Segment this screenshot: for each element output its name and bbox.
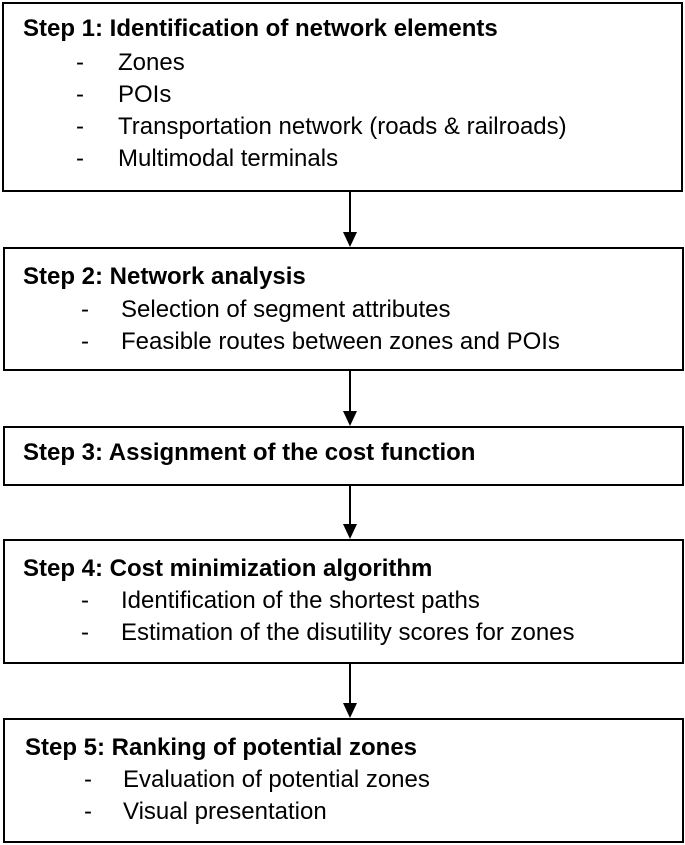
bullet-dash: - (81, 328, 89, 355)
bullet-dash: - (84, 798, 92, 825)
step-1-item-text: Zones (118, 49, 185, 76)
step-1-item: - Multimodal terminals (76, 145, 338, 173)
arrow-down-icon (343, 664, 357, 718)
step-5-item: - Visual presentation (84, 798, 327, 826)
step-3-title: Step 3: Assignment of the cost function (23, 439, 476, 466)
step-1-item-text: Transportation network (roads & railroad… (118, 113, 567, 140)
bullet-dash: - (76, 113, 84, 140)
step-4-item: - Identification of the shortest paths (81, 587, 480, 615)
step-4-item-text: Identification of the shortest paths (121, 587, 480, 614)
step-1-item-text: Multimodal terminals (118, 145, 339, 172)
bullet-dash: - (76, 145, 84, 172)
bullet-dash: - (81, 296, 89, 323)
step-4-item-text: Estimation of the disutility scores for … (121, 619, 575, 646)
step-2-item-text: Selection of segment attributes (121, 296, 451, 323)
step-1-title: Step 1: Identification of network elemen… (23, 15, 498, 42)
step-5-box: Step 5: Ranking of potential zones - Eva… (3, 718, 684, 843)
step-1-item: - Transportation network (roads & railro… (76, 113, 567, 141)
step-2-title: Step 2: Network analysis (23, 263, 306, 290)
arrow-down-icon (343, 486, 357, 539)
step-2-item-text: Feasible routes between zones and POIs (121, 328, 560, 355)
step-1-item: - Zones (76, 49, 185, 77)
step-1-item: - POIs (76, 81, 171, 109)
step-5-item-text: Evaluation of potential zones (123, 766, 430, 793)
step-5-item: - Evaluation of potential zones (84, 766, 430, 794)
arrow-down-icon (343, 192, 357, 247)
step-4-box: Step 4: Cost minimization algorithm - Id… (3, 539, 684, 664)
bullet-dash: - (76, 49, 84, 76)
step-5-title: Step 5: Ranking of potential zones (25, 734, 418, 761)
step-1-box: Step 1: Identification of network elemen… (2, 2, 683, 192)
arrow-down-icon (343, 371, 357, 426)
step-2-item: - Feasible routes between zones and POIs (81, 328, 560, 356)
bullet-dash: - (84, 766, 92, 793)
step-4-item: - Estimation of the disutility scores fo… (81, 619, 575, 647)
step-2-item: - Selection of segment attributes (81, 296, 451, 324)
step-3-box: Step 3: Assignment of the cost function (3, 426, 684, 486)
bullet-dash: - (81, 587, 89, 614)
step-2-box: Step 2: Network analysis - Selection of … (3, 247, 684, 371)
bullet-dash: - (76, 81, 84, 108)
step-1-item-text: POIs (118, 81, 172, 108)
step-5-item-text: Visual presentation (123, 798, 327, 825)
step-4-title: Step 4: Cost minimization algorithm (23, 555, 433, 582)
bullet-dash: - (81, 619, 89, 646)
